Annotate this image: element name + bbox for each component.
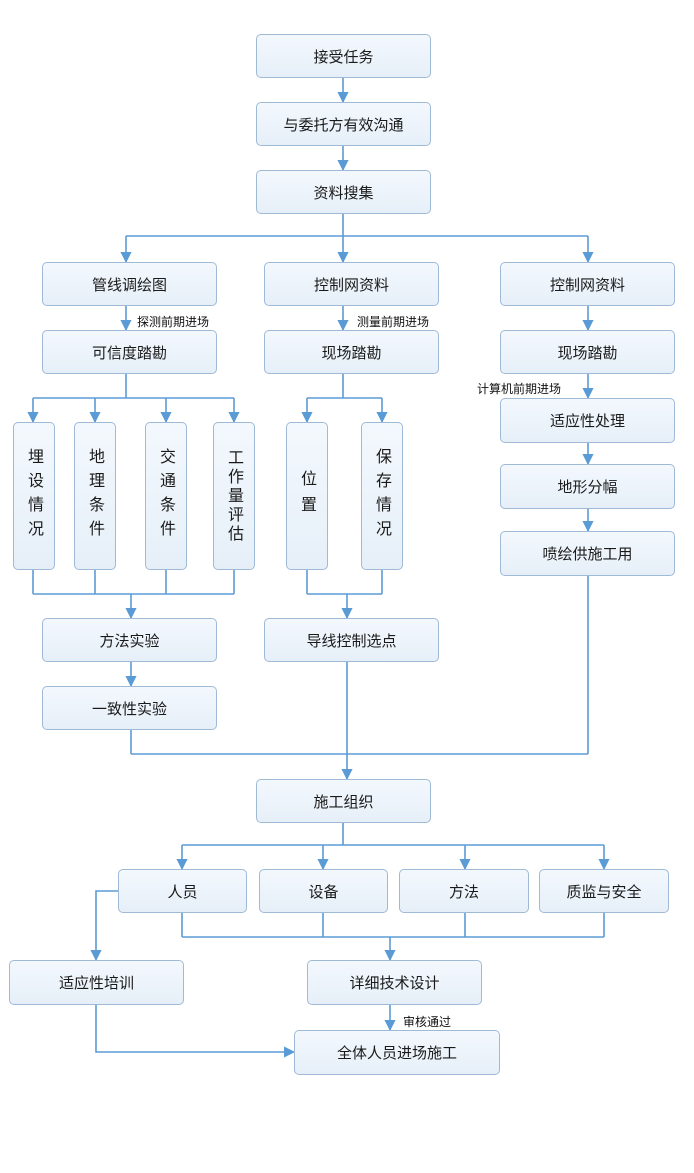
node-collect: 资料搜集 (256, 170, 431, 214)
node-reliability: 可信度踏勘 (42, 330, 217, 374)
label-probe-early: 探测前期进场 (137, 315, 210, 329)
node-construction-org: 施工组织 (256, 779, 431, 823)
node-traverse-select: 导线控制选点 (264, 618, 439, 662)
node-plot-use: 喷绘供施工用 (500, 531, 675, 576)
traffic-text: 交通条件 (157, 448, 176, 544)
node-personnel: 人员 (118, 869, 247, 913)
burial-text: 埋设情况 (25, 448, 44, 544)
node-position: 位置 (286, 422, 328, 570)
label-measure-early: 测量前期进场 (357, 315, 430, 329)
node-accept-task: 接受任务 (256, 34, 431, 78)
node-field-survey-1: 现场踏勘 (264, 330, 439, 374)
edge-personnel-training (90, 890, 118, 962)
node-adaptive-process: 适应性处理 (500, 398, 675, 443)
node-equipment: 设备 (259, 869, 388, 913)
node-workload: 工作量评估 (213, 422, 255, 570)
geology-text: 地理条件 (86, 448, 105, 544)
node-quality-safety: 质监与安全 (539, 869, 669, 913)
workload-text: 工作量评估 (225, 448, 244, 544)
node-control-net-1: 控制网资料 (264, 262, 439, 306)
node-burial: 埋设情况 (13, 422, 55, 570)
edge-training-allenter (95, 1005, 296, 1058)
position-text: 位置 (298, 470, 317, 522)
node-method: 方法 (399, 869, 529, 913)
node-control-net-2: 控制网资料 (500, 262, 675, 306)
node-adaptive-training: 适应性培训 (9, 960, 184, 1005)
node-geology: 地理条件 (74, 422, 116, 570)
node-method-test: 方法实验 (42, 618, 217, 662)
node-field-survey-2: 现场踏勘 (500, 330, 675, 374)
label-review-pass: 审核通过 (403, 1015, 452, 1029)
preserve-text: 保存情况 (373, 448, 392, 544)
node-pipeline-map: 管线调绘图 (42, 262, 217, 306)
node-communicate: 与委托方有效沟通 (256, 102, 431, 146)
node-preserve: 保存情况 (361, 422, 403, 570)
node-all-enter: 全体人员进场施工 (294, 1030, 500, 1075)
label-computer-early: 计算机前期进场 (477, 382, 562, 396)
node-terrain-split: 地形分幅 (500, 464, 675, 509)
node-detailed-design: 详细技术设计 (307, 960, 482, 1005)
node-traffic: 交通条件 (145, 422, 187, 570)
node-consistency-test: 一致性实验 (42, 686, 217, 730)
